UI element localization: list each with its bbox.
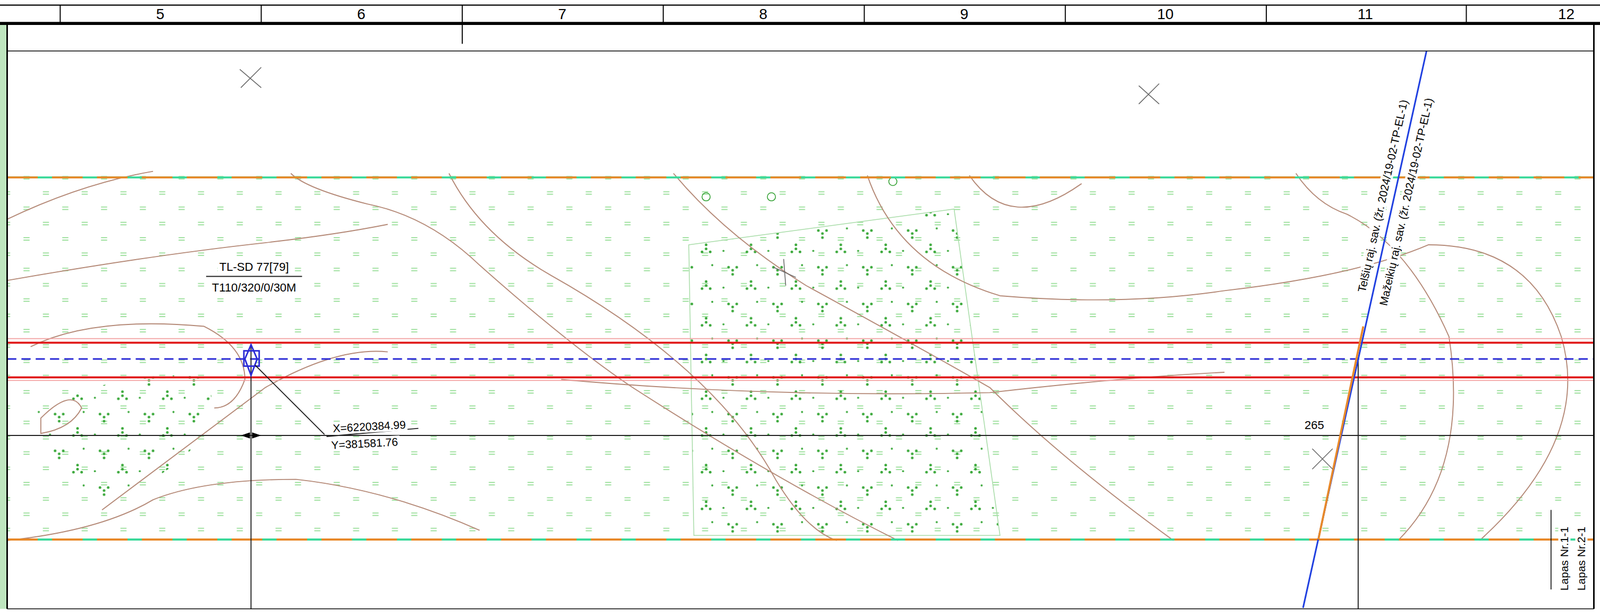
coordinate-y: Y=381581.76 (328, 435, 400, 452)
sheet-label: Lapas Nr.2-1 (1575, 525, 1588, 593)
sheet-label: Lapas Nr.1-1 (1558, 525, 1571, 593)
column-number: 9 (958, 5, 971, 23)
column-number: 10 (1155, 5, 1175, 23)
column-number: 11 (1356, 5, 1375, 23)
column-number: 5 (154, 5, 167, 23)
column-number: 6 (355, 5, 368, 23)
chainage-number: 265 (1302, 419, 1326, 433)
tower-type: T110/320/0/30M (210, 281, 299, 294)
column-number: 7 (556, 5, 569, 23)
coordinate-x: X=6220384.99 (331, 418, 408, 436)
tower-label: TL-SD 77[79] (217, 260, 291, 274)
column-number: 12 (1556, 5, 1577, 23)
column-number: 8 (757, 5, 770, 23)
